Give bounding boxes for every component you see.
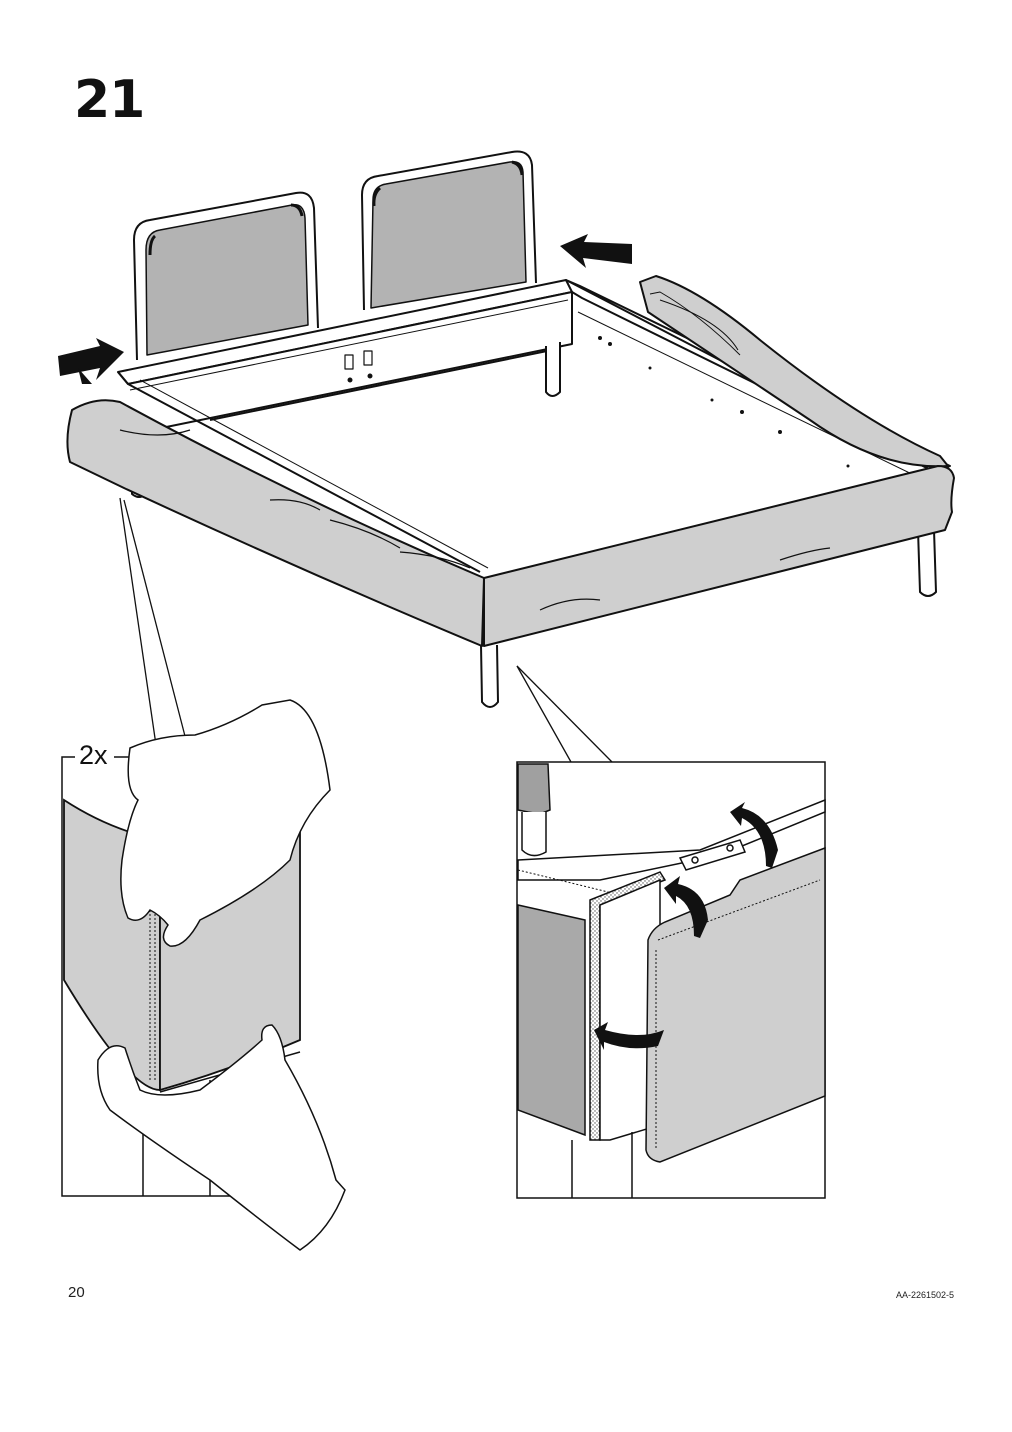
page-number: 20	[68, 1284, 85, 1301]
leg-front-right	[917, 529, 937, 597]
hand-lower	[97, 1024, 346, 1251]
detail-panel-left	[61, 699, 346, 1251]
arrow-right-left-icon	[58, 338, 124, 384]
quantity-label: 2x	[77, 740, 110, 770]
bed-frame	[66, 150, 955, 763]
headboard-panel-left	[133, 191, 319, 361]
step-number: 21	[74, 70, 145, 130]
leg-front-left	[480, 644, 499, 708]
curved-arrow-icon	[594, 802, 778, 1050]
fabric-cover-right-partial	[639, 275, 949, 468]
hand-upper	[120, 699, 331, 947]
document-code: AA-2261502-5	[896, 1290, 955, 1300]
fabric-cover-front	[483, 465, 955, 647]
detail-panel-right	[516, 761, 826, 1199]
arrow-left-top-icon	[560, 234, 632, 268]
leg-back-right	[545, 342, 561, 397]
headboard-panel-right	[361, 150, 537, 311]
